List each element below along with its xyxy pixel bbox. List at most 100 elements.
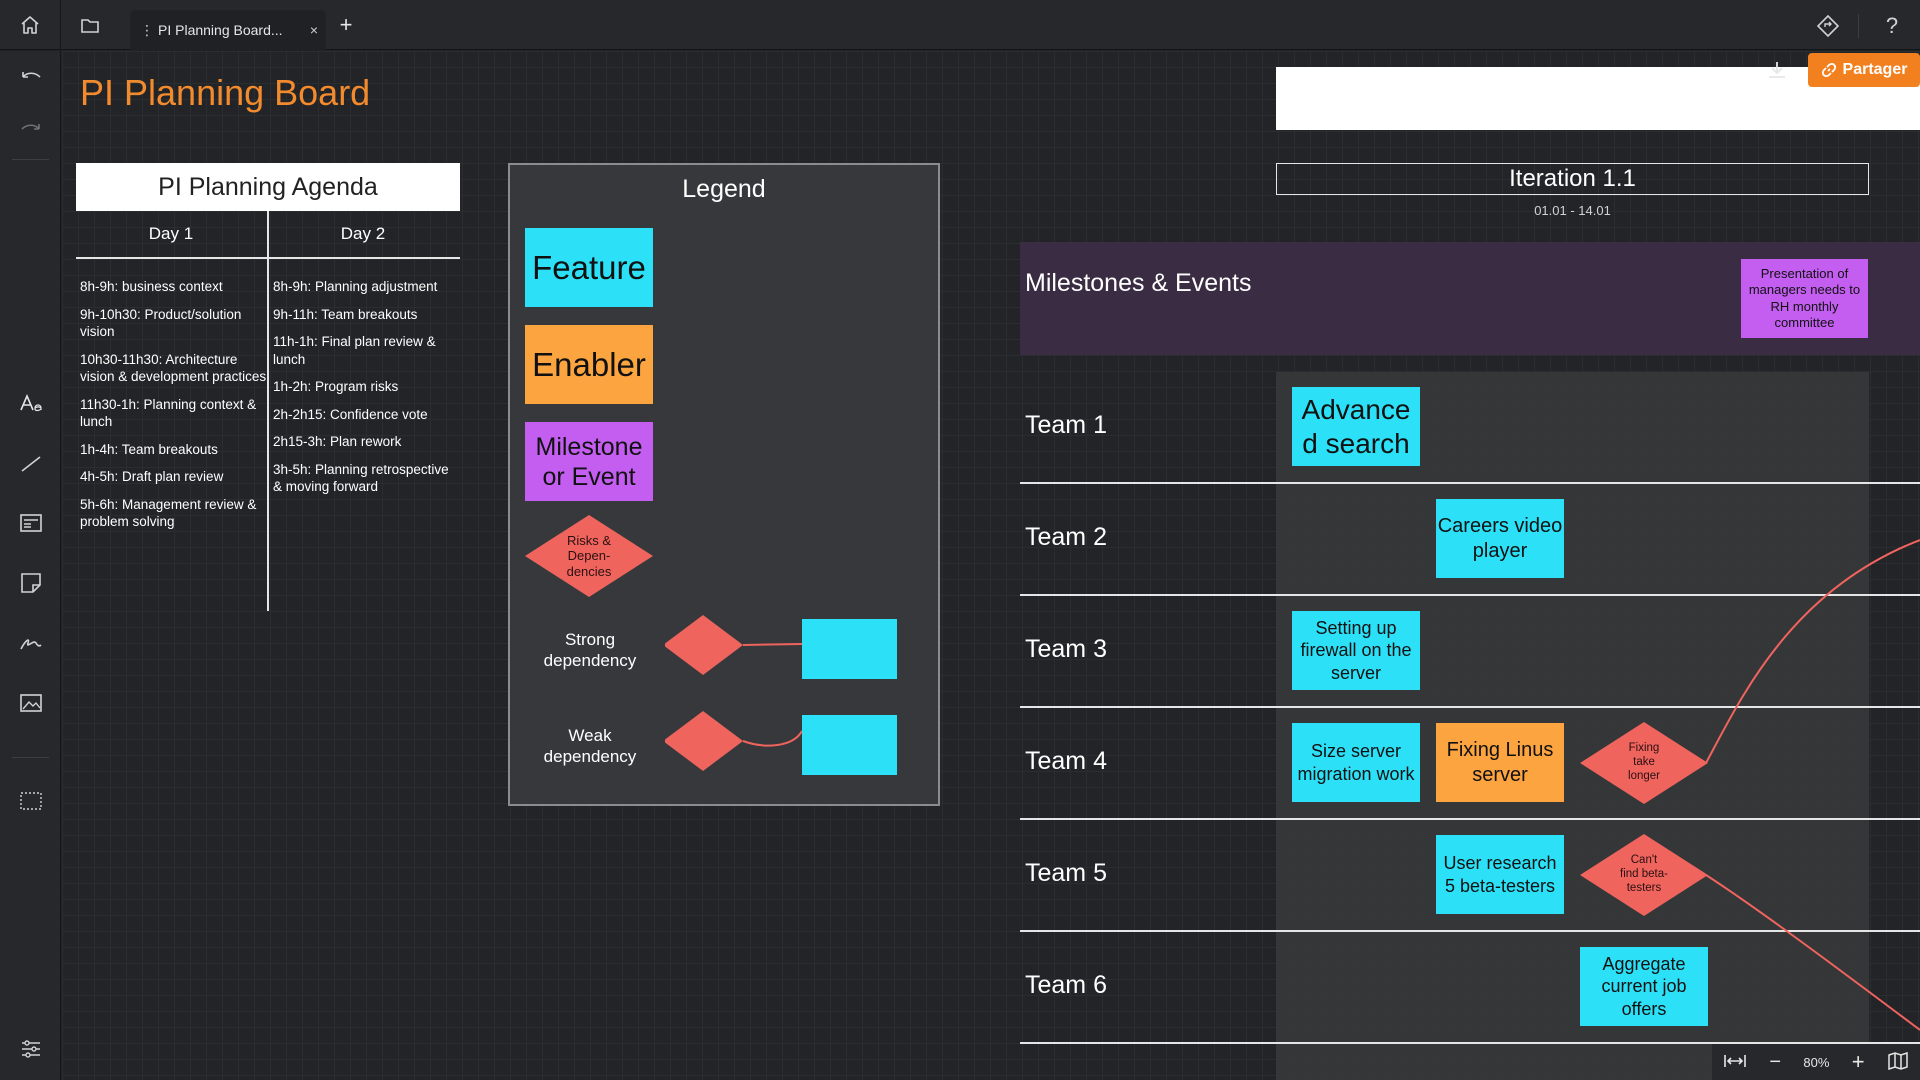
agenda-item[interactable]: 3h-5h: Planning retrospective & moving f… [273,461,449,495]
redo-button[interactable] [0,107,61,151]
agenda-divider [76,257,460,259]
strong-dependency-target [802,619,897,679]
diamond-nav-button[interactable] [1812,10,1844,42]
feature-card[interactable]: Advance d search [1292,387,1420,466]
agenda-item[interactable]: 2h-2h15: Confidence vote [273,406,428,422]
iteration-dates[interactable]: 01.01 - 14.01 [1534,203,1611,218]
tab-close-icon[interactable]: × [309,22,319,38]
agenda-day-2-list: 8h-9h: Planning adjustment 9h-11h: Team … [273,278,461,506]
divider [12,757,49,758]
milestone-card[interactable]: Presentation of managers needs to RH mon… [1741,259,1868,338]
strong-dependency-diamond [665,615,743,675]
home-button[interactable] [0,0,61,50]
draw-icon [19,639,42,650]
team-5-label[interactable]: Team 5 [1025,859,1107,887]
legend-title: Legend [682,175,766,203]
agenda-item[interactable]: 11h-1h: Final plan review & lunch [273,334,436,367]
diamond-nav-icon [1816,14,1840,38]
agenda-item[interactable]: 10h30-11h30: Architecture vision & devel… [80,351,267,385]
risk-diamond[interactable]: Can't find beta-testers [1580,834,1708,916]
enabler-card[interactable]: Fixing Linus server [1436,723,1564,802]
new-tab-button[interactable]: + [339,12,353,37]
agenda-item[interactable]: 9h-11h: Team breakouts [273,306,418,322]
lane-divider [1020,706,1920,708]
document-tab[interactable]: ⋮ PI Planning Board... × [130,10,326,50]
folder-button[interactable] [72,12,108,40]
legend-panel[interactable]: Legend Feature Enabler Milestone or Even… [508,163,940,806]
draw-tool-button[interactable] [0,621,61,665]
map-button[interactable] [1887,1051,1909,1073]
agenda-item[interactable]: 4h-5h: Draft plan review [80,469,224,485]
team-6-label[interactable]: Team 6 [1025,971,1107,999]
board-title[interactable]: PI Planning Board [80,72,371,113]
legend-feature-card[interactable]: Feature [525,228,653,307]
download-button[interactable] [1762,55,1792,85]
dependency-line-fixing [1705,539,1920,764]
image-tool-button[interactable] [0,681,61,725]
fit-width-button[interactable] [1723,1053,1747,1072]
link-icon [1821,62,1836,78]
legend-milestone-card[interactable]: Milestone or Event [525,422,653,501]
folder-icon [81,19,99,33]
agenda-item[interactable]: 1h-2h: Program risks [273,379,399,395]
agenda-item[interactable]: 8h-9h: business context [80,279,223,294]
sticky-note-icon [20,573,41,593]
agenda-day-1-label[interactable]: Day 1 [148,224,194,243]
redo-icon [20,124,40,130]
help-button[interactable]: ? [1885,13,1899,38]
team-2-label[interactable]: Team 2 [1025,523,1107,551]
fit-width-icon [1724,1054,1746,1067]
line-tool-button[interactable] [0,441,61,485]
agenda-item[interactable]: 5h-6h: Management review & problem solvi… [80,496,257,530]
weak-dependency-target [802,715,897,775]
divider [12,159,49,160]
template-tool-button[interactable] [0,501,61,545]
feature-card[interactable]: Aggregate current job offers [1580,947,1708,1026]
weak-dependency-line [742,730,803,747]
team-1-label[interactable]: Team 1 [1025,411,1107,439]
legend-enabler-card[interactable]: Enabler [525,325,653,404]
risk-diamond[interactable]: Fixing take longer [1580,722,1708,804]
risk-label: Fixing take longer [1628,742,1660,782]
agenda-divider [267,211,269,611]
settings-button[interactable] [0,1027,61,1071]
sticky-note-tool-button[interactable] [0,561,61,605]
tab-label: PI Planning Board... [158,22,283,38]
zoom-out-button[interactable]: − [1769,1050,1782,1073]
strong-dependency-line [742,643,803,646]
text-tool-button[interactable] [0,381,61,425]
iteration-title[interactable]: Iteration 1.1 [1276,163,1869,195]
feature-card[interactable]: Size server migration work [1292,723,1420,802]
agenda-item[interactable]: 1h-4h: Team breakouts [80,441,218,457]
milestones-lane-label[interactable]: Milestones & Events [1025,269,1252,297]
undo-icon [21,72,41,78]
legend-risk-label: Risks & Depen-dencies [566,532,612,579]
image-icon [19,694,42,712]
risk-label: Can't find beta-testers [1620,854,1668,894]
zoom-in-button[interactable]: + [1851,1049,1865,1074]
agenda-item[interactable]: 2h15-3h: Plan rework [273,434,402,450]
risk-shape [1580,834,1708,916]
zoom-level[interactable]: 80% [1803,1054,1830,1070]
weak-dependency-diamond [665,711,743,771]
agenda-day-2-label[interactable]: Day 2 [340,224,386,243]
agenda-item[interactable]: 9h-10h30: Product/solution vision [80,306,242,340]
dependency-line-beta [1705,874,1920,1031]
team-4-label[interactable]: Team 4 [1025,747,1107,775]
feature-card[interactable]: User research 5 beta-testers [1436,835,1564,914]
undo-button[interactable] [0,55,61,99]
legend-weak-label: Weak dependency [543,726,637,767]
team-3-label[interactable]: Team 3 [1025,635,1107,663]
share-button[interactable]: Partager [1808,53,1920,87]
agenda-item[interactable]: 8h-9h: Planning adjustment [273,279,438,294]
download-icon [1769,62,1785,78]
feature-card[interactable]: Careers video player [1436,499,1564,578]
agenda-title[interactable]: PI Planning Agenda [76,163,460,211]
feature-card[interactable]: Setting up firewall on the server [1292,611,1420,690]
tab-menu-icon[interactable]: ⋮ [140,21,154,38]
agenda-day-1-list: 8h-9h: business context 9h-10h30: Produc… [80,278,268,541]
legend-dependency-examples [665,615,897,775]
legend-risk-diamond[interactable] [525,515,653,597]
agenda-item[interactable]: 11h30-1h: Planning context & lunch [80,396,257,430]
frame-tool-button[interactable] [0,779,61,823]
